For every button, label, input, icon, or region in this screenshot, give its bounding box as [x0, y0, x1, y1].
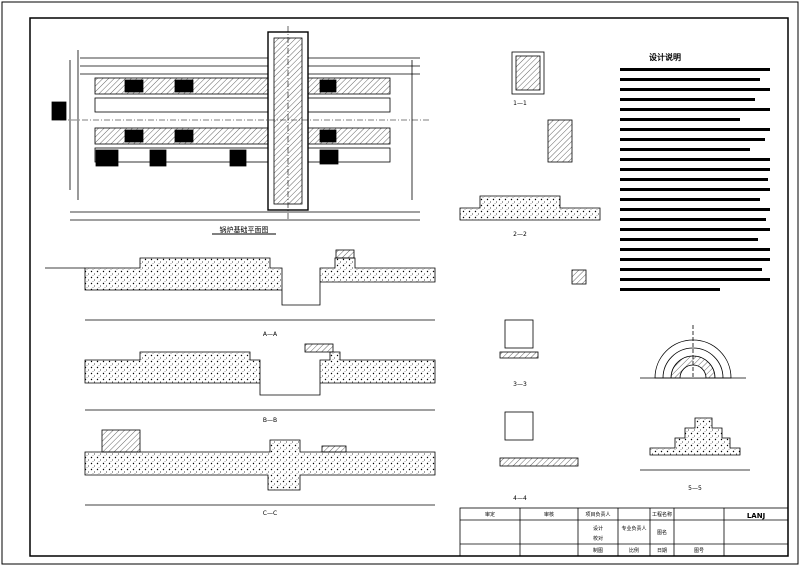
- section-3-title: 3—3: [513, 381, 527, 388]
- section-4-title: 4—4: [513, 495, 527, 502]
- section-5: [640, 417, 750, 471]
- tb-zhuanye: 专业负责人: [621, 525, 646, 532]
- section-b-b: [84, 343, 436, 411]
- section-1-title: 1—1: [513, 100, 527, 107]
- notes-body: [620, 68, 770, 291]
- foundation-plan: [51, 26, 430, 221]
- detail-sections-3-4: [499, 269, 587, 467]
- section-b-title: B—B: [263, 417, 277, 424]
- tb-tuhao: 图号: [694, 548, 704, 554]
- tb-tuming: 图名: [657, 529, 667, 536]
- title-block: [459, 507, 789, 557]
- tb-xiangmu: 项目负责人: [585, 511, 610, 518]
- title-block-labels: 审定 审核 项目负责人 工程名称 设计 校对 专业负责人 图名 制图 比例 日期…: [485, 511, 704, 554]
- tb-shenhe: 审核: [544, 511, 554, 518]
- tb-sheji: 设计: [593, 525, 603, 532]
- plan-title: 锅炉基础平面图: [220, 225, 269, 234]
- section-a-title: A—A: [263, 331, 278, 338]
- tb-shending: 审定: [485, 511, 495, 518]
- tb-zhitu: 制图: [593, 547, 603, 554]
- notes-heading: 设计说明: [649, 52, 681, 62]
- section-2-title: 2—2: [513, 231, 527, 238]
- inner-border: [29, 17, 789, 557]
- tb-jiaodui: 校对: [593, 535, 603, 542]
- tb-riqi: 日期: [657, 548, 667, 554]
- section-c-title: C—C: [263, 510, 277, 517]
- tb-bili: 比例: [629, 547, 639, 554]
- semicircle-detail: [640, 325, 746, 379]
- detail-section-1: [459, 51, 601, 221]
- watermark-logo: LANJ: [747, 512, 765, 520]
- section-a-a: [45, 249, 436, 321]
- section-c-c: [84, 429, 436, 506]
- tb-gongcheng: 工程名称: [652, 511, 672, 518]
- section-5-title: 5—5: [688, 485, 702, 492]
